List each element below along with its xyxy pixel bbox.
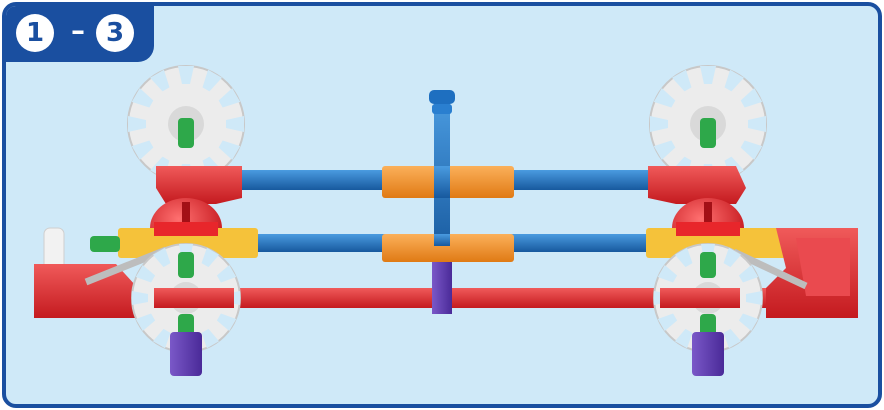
model-illustration — [34, 65, 858, 376]
right-diagonal-rod — [732, 248, 808, 290]
central-rod-cap — [429, 90, 455, 104]
left-green-rod — [90, 236, 120, 252]
central-purple-post — [432, 246, 452, 314]
lower-orange-connector — [382, 234, 514, 262]
left-top-gear — [127, 65, 245, 183]
right-top-gear — [649, 65, 767, 183]
left-purple-post — [170, 332, 202, 376]
left-red-base — [34, 264, 156, 318]
step-separator: – — [71, 14, 85, 47]
step-start-number: 1 — [16, 14, 54, 52]
right-purple-post — [692, 332, 724, 376]
step-badge: 1 – 3 — [6, 6, 154, 62]
step-end-number: 3 — [96, 14, 134, 52]
bottom-red-rod — [156, 288, 776, 308]
left-top-red-connector — [156, 166, 242, 204]
right-top-red-connector — [648, 166, 746, 204]
left-yellow-connector — [118, 228, 258, 258]
